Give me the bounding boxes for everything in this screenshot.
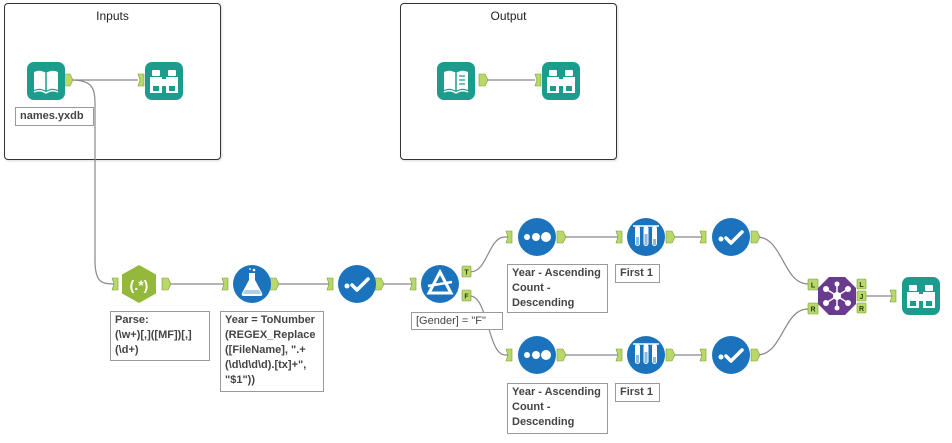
flask-icon <box>233 265 271 303</box>
sample-bottom-annotation: First 1 <box>615 383 660 402</box>
select-tool[interactable] <box>337 264 377 304</box>
sort-top-annotation: Year - Ascending Count - Descending <box>507 264 608 313</box>
sample-tool-bottom[interactable] <box>626 335 666 375</box>
anchor-in <box>615 230 623 244</box>
browse-tool-final[interactable] <box>901 276 941 316</box>
join-icon <box>818 277 856 315</box>
anchor-out <box>478 73 489 87</box>
open-book-icon <box>437 62 475 100</box>
anchor-in <box>505 230 513 244</box>
sort-bottom-annotation: Year - Ascending Count - Descending <box>507 383 608 434</box>
check-icon <box>712 336 750 374</box>
anchor-join-join-out-label: J <box>860 294 864 301</box>
anchor-in <box>326 277 334 291</box>
anchor-in <box>221 277 229 291</box>
anchor-out <box>665 348 676 362</box>
filter-icon <box>421 265 459 303</box>
regex-icon: (.*) <box>122 265 156 303</box>
anchor-in <box>111 277 119 291</box>
anchor-in <box>505 348 513 362</box>
anchor-filter-false-label: F <box>464 294 469 301</box>
wire-select-bottom-to-join <box>756 308 809 356</box>
book-icon <box>27 62 65 100</box>
inputs-container-title: Inputs <box>96 9 129 23</box>
anchor-in <box>534 73 542 87</box>
formula-annotation: Year = ToNumber (REGEX_Replace ([FileNam… <box>220 311 324 392</box>
check-icon <box>712 218 750 256</box>
input-data-tool[interactable] <box>26 61 66 101</box>
sort-tool-top[interactable] <box>517 217 557 257</box>
regex-annotation: Parse: (\w+)[,]([MF])[,] (\d+) <box>110 311 210 361</box>
anchor-out <box>556 348 567 362</box>
anchor-out <box>665 230 676 244</box>
anchor-in <box>615 348 623 362</box>
output-container[interactable]: Output <box>400 3 617 160</box>
anchor-in <box>137 73 145 87</box>
wire-input-to-regex <box>71 79 119 285</box>
select-tool-top[interactable] <box>711 217 751 257</box>
anchor-filter-true-label: T <box>464 270 469 277</box>
sort-tool-bottom[interactable] <box>517 335 557 375</box>
anchor-in <box>699 230 707 244</box>
anchor-join-right-in-label: R <box>810 307 815 314</box>
anchor-join-left-out-label: L <box>859 282 864 289</box>
sample-top-annotation: First 1 <box>615 264 660 283</box>
select-tool-bottom[interactable] <box>711 335 751 375</box>
filter-tool[interactable] <box>420 264 460 304</box>
browse-tool-output[interactable] <box>541 61 581 101</box>
regex-tool[interactable]: (.*) <box>119 264 159 304</box>
anchor-out <box>750 230 761 244</box>
dots-icon <box>518 218 556 256</box>
output-container-title: Output <box>490 9 527 23</box>
join-tool[interactable] <box>817 276 857 316</box>
formula-tool[interactable] <box>232 264 272 304</box>
input-file-annotation: names.yxdb <box>15 107 94 126</box>
anchor-out <box>750 348 761 362</box>
binoculars-icon <box>902 277 940 315</box>
binoculars-icon <box>542 62 580 100</box>
filter-annotation: [Gender] = "F" <box>411 312 503 330</box>
anchor-out <box>556 230 567 244</box>
anchor-out <box>161 277 172 291</box>
test-tubes-icon <box>627 336 665 374</box>
browse-tool-inputs[interactable] <box>144 61 184 101</box>
sample-tool-top[interactable] <box>626 217 666 257</box>
anchor-in <box>699 348 707 362</box>
wire-filter-true-to-sort <box>469 236 512 273</box>
wire-select-top-to-join <box>756 236 809 285</box>
svg-text:(.*): (.*) <box>130 277 149 293</box>
binoculars-icon <box>145 62 183 100</box>
anchor-join-right-out-label: R <box>859 306 864 313</box>
test-tubes-icon <box>627 218 665 256</box>
anchor-join-left-in-label: L <box>811 283 816 290</box>
check-icon <box>338 265 376 303</box>
dots-icon <box>518 336 556 374</box>
anchor-in <box>889 289 897 303</box>
dynamic-input-tool[interactable] <box>436 61 476 101</box>
anchor-in <box>409 277 417 291</box>
